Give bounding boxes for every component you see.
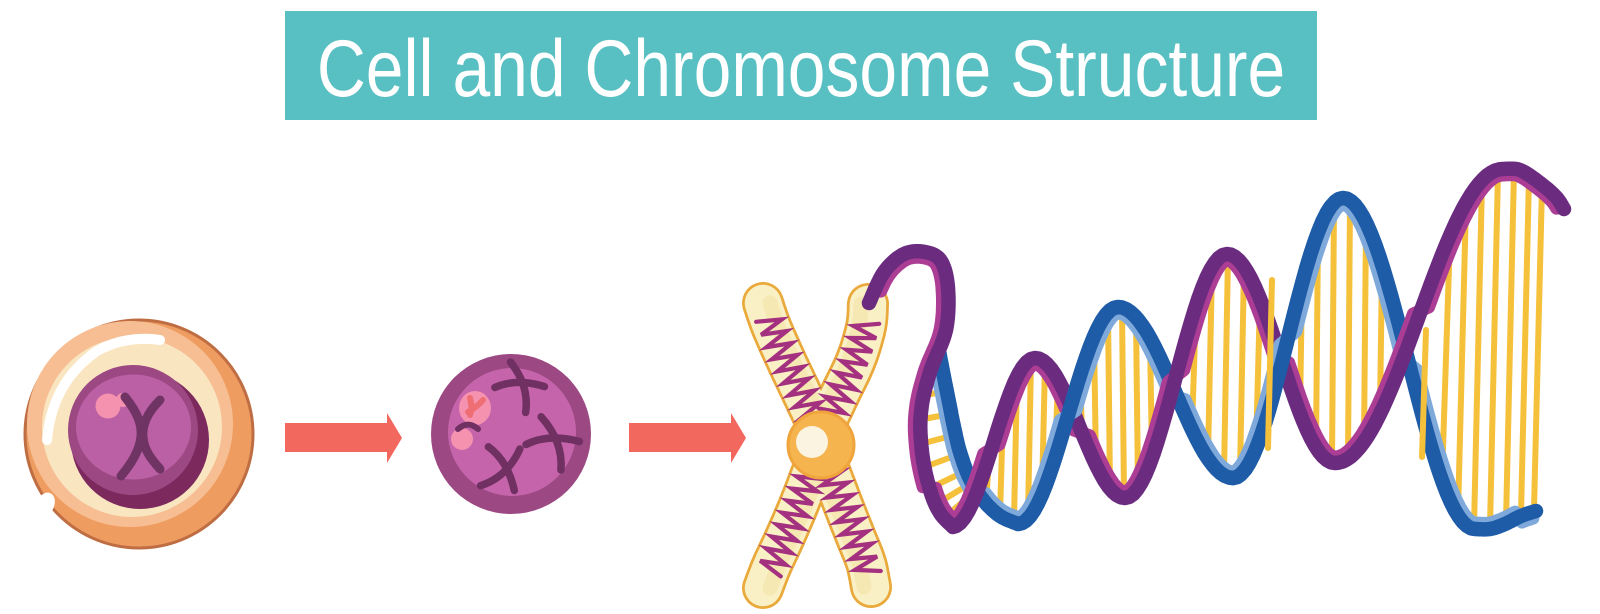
svg-text:Cell and Chromosome Structure: Cell and Chromosome Structure <box>317 22 1285 113</box>
